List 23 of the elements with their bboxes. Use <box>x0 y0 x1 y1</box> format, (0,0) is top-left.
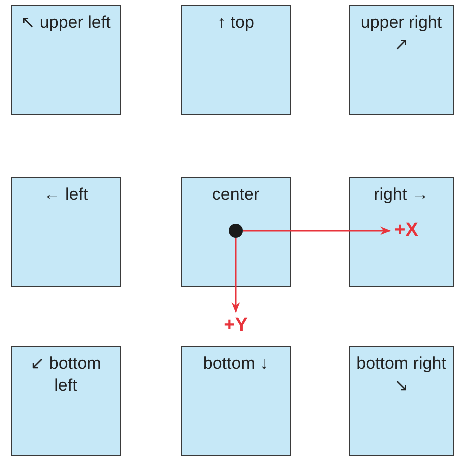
box-label: upper right ↗ <box>360 12 444 56</box>
position-box <box>181 5 291 115</box>
box-label: right → <box>374 184 429 206</box>
origin-dot <box>228 224 242 238</box>
axis-label: +Y <box>221 315 251 337</box>
position-box <box>181 346 291 456</box>
box-label: ↙ bottom left <box>30 353 102 397</box>
box-label: ↖ upper left <box>21 12 111 34</box>
axis-arrow <box>243 226 392 236</box>
position-box <box>11 177 121 287</box>
box-label: ← left <box>44 184 88 206</box>
position-box <box>181 177 291 287</box>
position-box <box>349 5 454 115</box>
box-label: bottom ↓ <box>203 353 269 375</box>
position-box <box>11 5 121 115</box>
axis-arrow <box>232 238 240 314</box>
box-label: center <box>212 184 260 206</box>
box-label: bottom right ↘ <box>356 353 447 397</box>
position-box <box>349 177 454 287</box>
axis-label: +X <box>392 220 422 242</box>
box-label: ↑ top <box>218 12 254 34</box>
position-box <box>11 346 121 456</box>
position-box <box>349 346 454 456</box>
